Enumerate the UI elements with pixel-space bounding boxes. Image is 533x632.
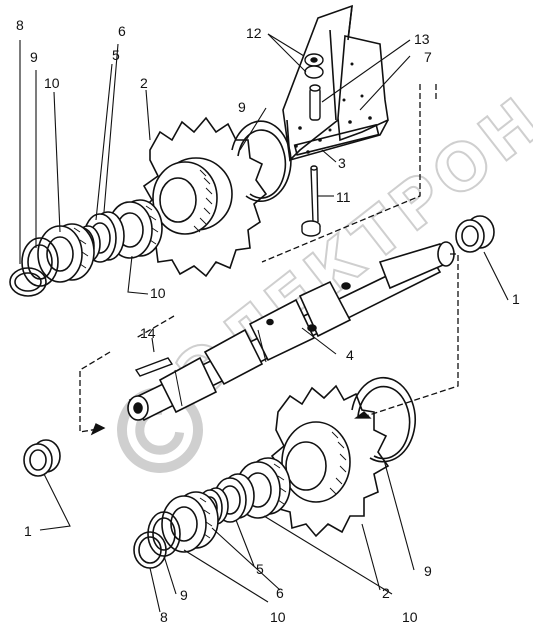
callout-9-upper-left: 9 xyxy=(30,49,38,65)
callout-9-lower-left: 9 xyxy=(180,587,188,603)
callout-14: 14 xyxy=(140,325,156,341)
snap-ring-9-upper-right xyxy=(231,120,292,203)
ring-8-lower xyxy=(133,531,167,569)
bearing-10-lower-outer xyxy=(161,491,219,553)
callout-8-upper: 8 xyxy=(16,17,24,33)
callout-8-lower: 8 xyxy=(160,609,168,625)
shaft-4 xyxy=(127,241,455,422)
assembly-arrows xyxy=(79,84,459,436)
nut-12 xyxy=(304,53,324,79)
callout-1-lower: 1 xyxy=(24,523,32,539)
callout-3: 3 xyxy=(338,155,346,171)
hub-lower xyxy=(281,421,351,503)
callout-6-lower: 6 xyxy=(276,585,284,601)
bushing-1-lower xyxy=(23,439,61,477)
bracket-plate xyxy=(282,4,389,162)
ring-8-upper xyxy=(9,267,47,297)
callout-11: 11 xyxy=(336,189,351,205)
callout-7: 7 xyxy=(424,49,432,65)
callout-13: 13 xyxy=(414,31,430,47)
callout-2-lower: 2 xyxy=(382,585,390,601)
callout-4: 4 xyxy=(346,347,354,363)
callout-9-lower-right: 9 xyxy=(424,563,432,579)
callout-10-upper-inner: 10 xyxy=(150,285,166,301)
callout-6-upper: 6 xyxy=(118,23,126,39)
sleeve-13 xyxy=(309,84,321,121)
callout-labels: 8 9 10 6 5 2 9 10 12 13 7 3 11 1 14 4 1 … xyxy=(16,17,520,625)
bearing-10-upper-outer xyxy=(37,223,95,283)
bushing-1-upper xyxy=(455,215,495,253)
callout-10-lower-outer: 10 xyxy=(270,609,286,625)
callout-10-lower-inner: 10 xyxy=(402,609,418,625)
callout-5-lower: 5 xyxy=(256,561,264,577)
callout-5-upper: 5 xyxy=(112,47,120,63)
callout-12: 12 xyxy=(246,25,262,41)
callout-10-upper-outer: 10 xyxy=(44,75,60,91)
leader-lines xyxy=(19,33,509,613)
bolt-11 xyxy=(301,165,321,237)
snap-ring-9-lower-right xyxy=(351,376,416,463)
key-14 xyxy=(134,357,174,377)
hub-upper xyxy=(152,161,218,235)
callout-9-upper-right: 9 xyxy=(238,99,246,115)
callout-2-upper: 2 xyxy=(140,75,148,91)
callout-1-upper: 1 xyxy=(512,291,520,307)
